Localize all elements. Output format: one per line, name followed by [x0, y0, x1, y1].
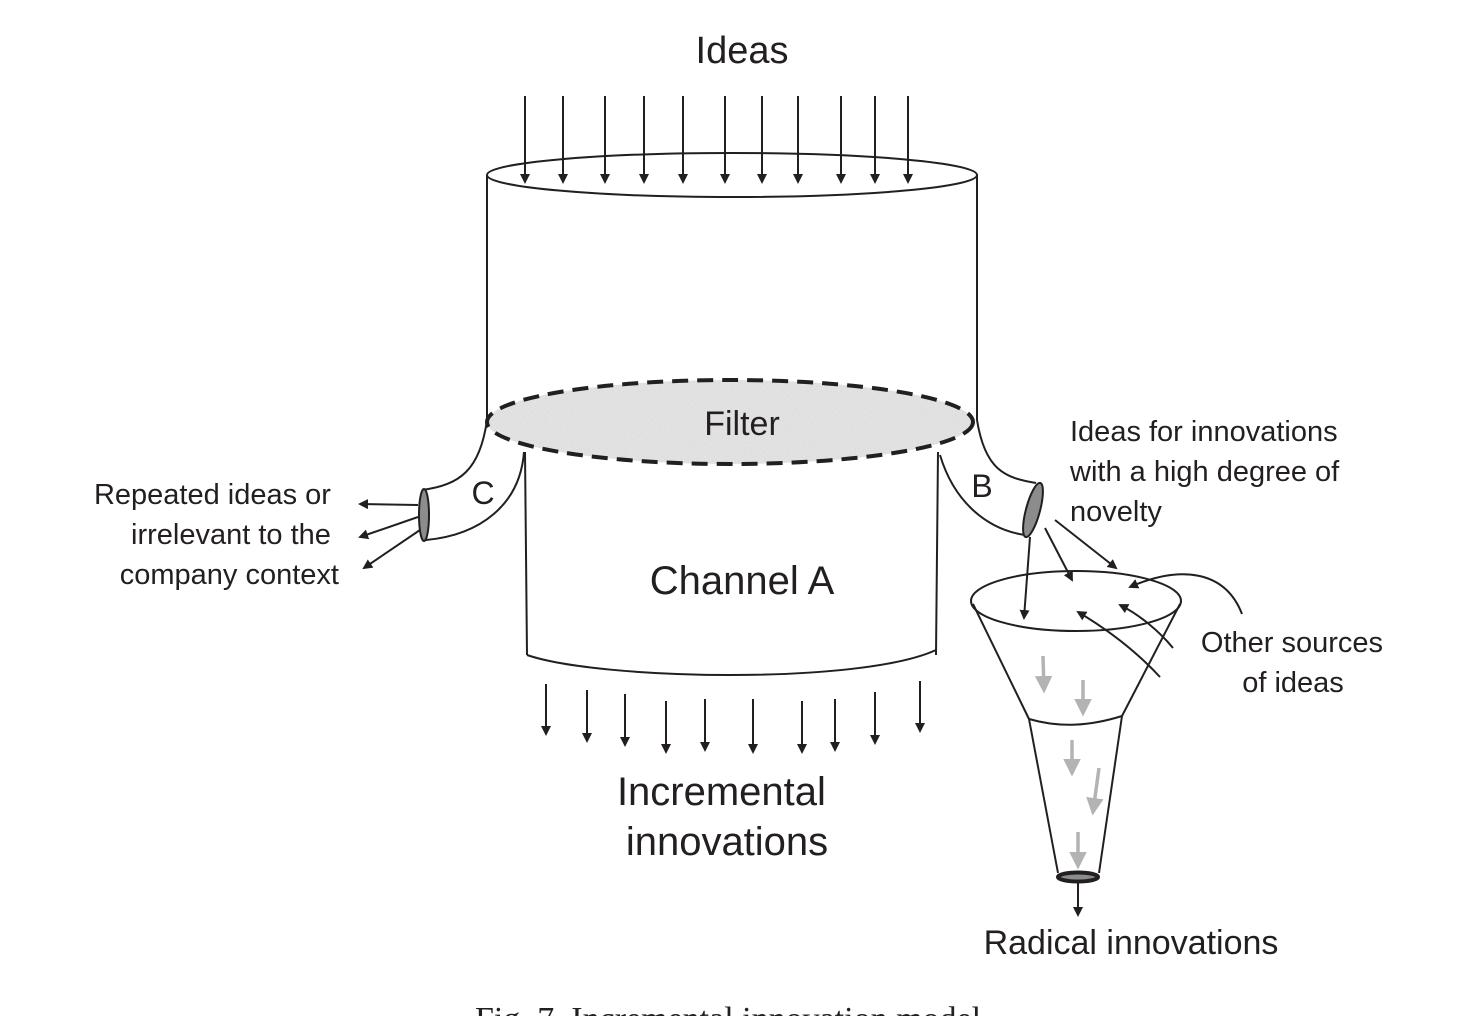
pipe-b-inner	[939, 454, 1026, 536]
figure-caption: Fig. 7. Incremental innovation model	[475, 1001, 981, 1016]
channel-a-left-wall	[524, 451, 528, 656]
bottom-output-label: Incremental innovations	[617, 770, 837, 864]
funnel-right-lower	[1098, 715, 1123, 874]
left-output-line: irrelevant to the	[131, 519, 331, 551]
channel-a-right-wall	[935, 451, 939, 656]
filter: Filter	[485, 378, 975, 466]
pipe-b-spout	[1022, 481, 1044, 539]
other-sources-arrows	[1076, 573, 1243, 678]
channel-a-cylinder: Channel A	[524, 451, 939, 676]
funnel-neck	[1028, 715, 1123, 726]
discard-arrow	[362, 529, 421, 570]
bottom-output-line: innovations	[626, 820, 828, 864]
right-input-label: Ideas for innovations with a high degree…	[1069, 416, 1347, 528]
funnel-top-rim	[970, 570, 1182, 632]
funnel-left-lower	[1028, 718, 1059, 874]
funnel-flow-arrow	[1086, 767, 1104, 816]
right-input-line: novelty	[1070, 496, 1162, 528]
right-input-line: Ideas for innovations	[1070, 416, 1338, 448]
input-arrows	[520, 96, 913, 184]
bottom-output-line: Incremental	[617, 770, 826, 814]
pipe-c-spout	[418, 488, 430, 542]
novelty-arrows	[1019, 519, 1118, 620]
radical-innovations-label: Radical innovations	[984, 924, 1279, 962]
pipe-c-inner	[425, 451, 525, 541]
left-output-label: Repeated ideas or irrelevant to the comp…	[94, 479, 339, 591]
channel-b-pipe: B	[939, 419, 1044, 539]
discard-arrow	[358, 499, 419, 510]
channel-c-label: C	[471, 475, 494, 511]
funnel-flow-arrow	[1034, 655, 1053, 694]
discard-arrow	[358, 516, 419, 540]
left-output-line: Repeated ideas or	[94, 479, 331, 511]
other-sources-label: Other sources of ideas	[1201, 627, 1391, 699]
novelty-arrow	[1054, 519, 1118, 570]
channel-b-label: B	[971, 468, 992, 504]
other-sources-line: of ideas	[1242, 667, 1344, 699]
pipe-c-outer	[421, 419, 488, 491]
upper-cylinder	[486, 152, 978, 420]
funnel	[970, 570, 1182, 917]
funnel-outlet	[1056, 870, 1100, 884]
pipe-b-outer	[976, 419, 1037, 484]
left-output-line: company context	[120, 559, 339, 591]
channel-c-pipe: C	[358, 419, 525, 570]
channel-a-label: Channel A	[650, 559, 835, 603]
right-input-line: with a high degree of	[1069, 456, 1340, 488]
filter-label: Filter	[704, 405, 780, 443]
funnel-left-upper	[972, 603, 1030, 720]
other-source-arrow	[1128, 573, 1243, 615]
filter-texture	[487, 380, 973, 464]
other-source-arrow	[1118, 604, 1174, 649]
cylinder-top-rim	[486, 152, 978, 198]
funnel-right-upper	[1121, 603, 1181, 717]
novelty-arrow	[1019, 536, 1031, 620]
ideas-label: Ideas	[696, 30, 789, 72]
other-source-arrow	[1076, 610, 1161, 678]
channel-a-bottom	[526, 649, 937, 676]
output-arrows	[541, 681, 925, 754]
other-sources-line: Other sources	[1201, 627, 1383, 659]
